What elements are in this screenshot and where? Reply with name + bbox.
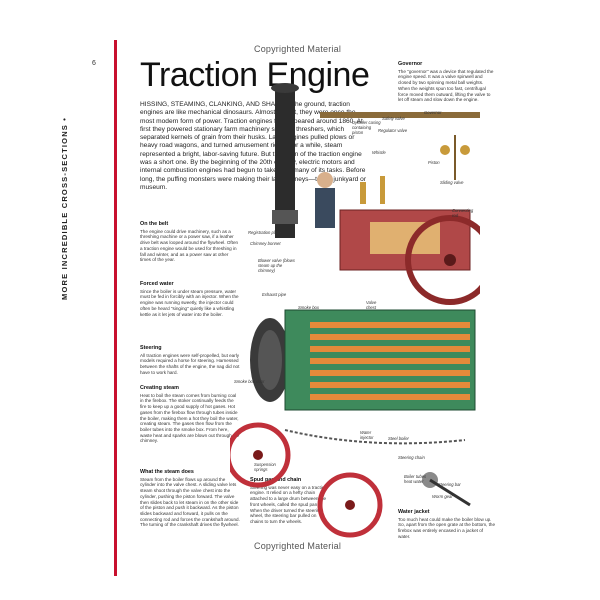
section-body: Heat to boil the steam comes from burnin… (140, 392, 240, 444)
section-body: Steering was never easy on a traction en… (250, 484, 327, 524)
label-worm-gear: Worm gear (432, 494, 453, 499)
section-forced-water: Forced water Since the boiler is under s… (140, 281, 240, 317)
driver-head (317, 172, 333, 188)
label-blower-valve: Blower valve (blows steam up the chimney… (258, 258, 296, 273)
traction-engine-illustration (230, 83, 480, 538)
label-suspension-springs: Suspension springs (254, 462, 276, 472)
section-body: Since the boiler is under steam pressure… (140, 288, 239, 317)
label-piston: Piston (428, 160, 440, 165)
page-title: Traction Engine (140, 56, 370, 94)
label-smoke-box: Smoke box (298, 305, 319, 310)
red-margin-rule (114, 40, 117, 576)
label-cylinder-casing: Cylinder casing containing piston (352, 120, 381, 135)
running-head-vertical: MORE INCREDIBLE CROSS-SECTIONS • (60, 116, 69, 300)
chimney-cap (271, 83, 299, 93)
canopy (320, 112, 480, 118)
watermark-bottom: Copyrighted Material (254, 541, 342, 551)
label-water-injector: Water injector (360, 430, 374, 440)
section-heading: On the belt (140, 221, 169, 227)
label-boiler-tubes: Boiler tubes heat water (404, 474, 427, 484)
label-steering-bar: Steering bar (438, 482, 461, 487)
safety-valve (360, 182, 366, 204)
flywheel-hub (444, 254, 456, 266)
section-governor: Governor The "governor" was a device tha… (398, 61, 494, 103)
section-on-the-belt: On the belt The engine could drive machi… (140, 221, 240, 263)
section-heading: What the steam does (140, 469, 194, 475)
section-heading: Water jacket (398, 509, 430, 515)
label-chimney-bonnet: Chimney bonnet (250, 241, 281, 246)
label-steering-chain: Steering chain (398, 455, 425, 460)
label-valve-chest: Valve chest (366, 300, 377, 310)
chimney (275, 88, 295, 238)
section-body: The engine could drive machinery, such a… (140, 228, 239, 263)
section-heading: Steering (140, 345, 162, 351)
front-wheel (317, 472, 383, 538)
watermark-top: Copyrighted Material (254, 44, 342, 54)
label-safety-valve: Safety valve (382, 116, 405, 121)
flywheel (405, 215, 480, 305)
section-creating-steam: Creating steam Heat to boil the steam co… (140, 385, 240, 444)
chimney-bonnet (272, 210, 298, 224)
page-number: 6 (92, 60, 96, 67)
label-whistle: Whistle (372, 150, 386, 155)
section-heading: Creating steam (140, 385, 179, 391)
smoke-box-door (258, 330, 282, 390)
label-connecting-rod: Connecting rod (452, 208, 474, 218)
front-wheel (230, 422, 291, 488)
label-exhaust-pipe: Exhaust pipe (262, 292, 287, 297)
label-smoke-box-door: Smoke box door (234, 379, 265, 384)
label-sliding-valve: Sliding valve (440, 180, 464, 185)
governor-ball (440, 145, 450, 155)
boiler-tubes (310, 322, 470, 400)
section-body: Steam from the boiler flows up around th… (140, 476, 240, 528)
steering-chain (284, 429, 466, 445)
section-heading: Governor (398, 61, 423, 67)
section-steering: Steering All traction engines were self-… (140, 345, 240, 376)
label-registration-plate: Registration plate (248, 230, 281, 235)
section-what-the-steam-does: What the steam does Steam from the boile… (140, 469, 240, 528)
section-heading: Forced water (140, 281, 174, 287)
steering-bar (429, 478, 471, 507)
label-governor: Governor (424, 110, 442, 115)
whistle (380, 176, 385, 204)
section-body: The "governor" was a device that regulat… (398, 68, 494, 103)
section-water-jacket: Water jacket Too much heat could make th… (398, 509, 496, 540)
governor-ball (460, 145, 470, 155)
section-body: All traction engines were self-propelled… (140, 352, 240, 375)
front-wheel-hub (345, 500, 355, 510)
label-steel-boiler: Steel boiler (388, 436, 409, 441)
label-regulator-valve: Regulator valve (378, 128, 408, 133)
front-wheel-hub (253, 450, 263, 460)
driver-body (315, 188, 335, 228)
intro-paragraph: HISSING, STEAMING, CLANKING, AND SHAKING… (140, 101, 367, 191)
section-body: Too much heat could make the boiler blow… (398, 516, 496, 539)
